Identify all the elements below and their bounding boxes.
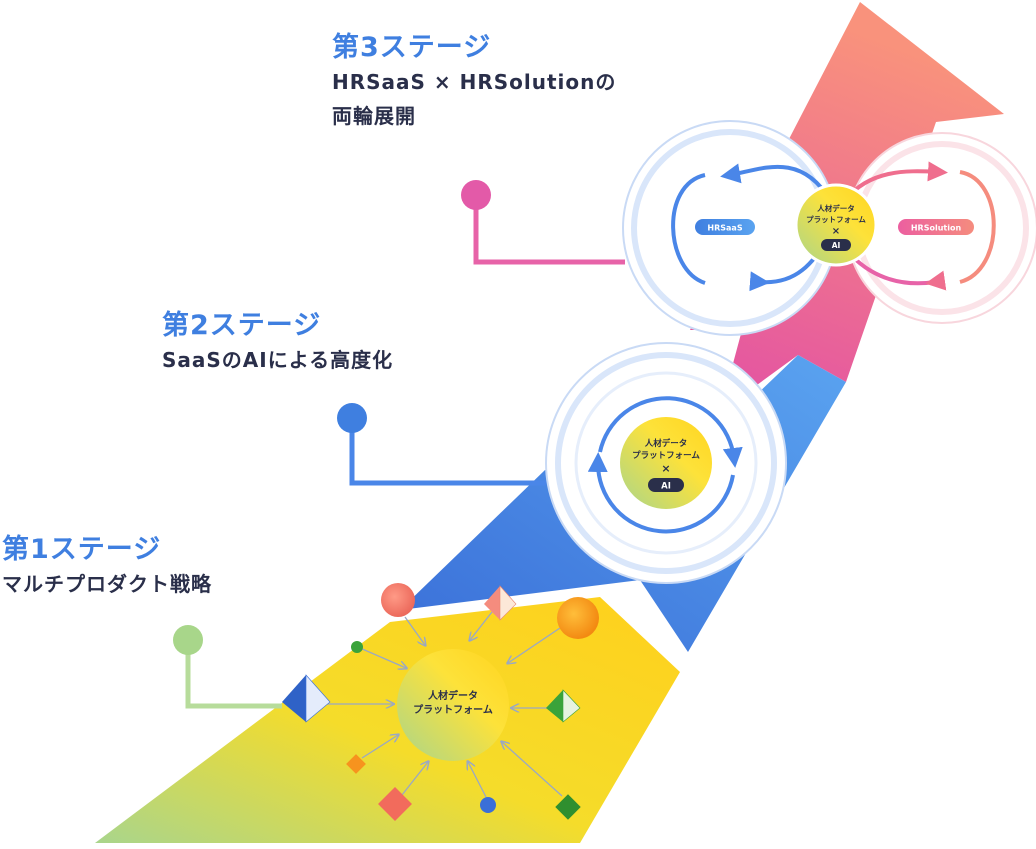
product-blue-dot — [480, 797, 496, 813]
product-green-diamond — [555, 794, 581, 820]
stage3-right-pill-label: HRSolution — [911, 224, 962, 233]
stage3-label: 第3ステージ HRSaaS × HRSolutionの 両輪展開 — [332, 31, 616, 133]
stage1-hub-line1: 人材データ — [428, 689, 478, 702]
stage3-right-loop-arc — [959, 170, 996, 284]
stage2-ai-badge — [648, 478, 684, 492]
stage1-arrow-orange-diamond — [361, 735, 398, 759]
stage3-infinity-group: HRSaaS HRSolution 人材データ プラットフォーム × AI — [622, 120, 1036, 336]
product-blue-pyramid-side — [305, 674, 331, 723]
stage2-hub-times: × — [661, 462, 670, 475]
stage1-arrow-blue-dot — [468, 762, 487, 798]
stage1-arrow-coral — [404, 616, 425, 645]
stage1-description: マルチプロダクト戦略 — [2, 572, 212, 596]
product-coral-sphere — [381, 583, 415, 617]
product-green-pyramid-side — [562, 689, 581, 723]
stage2-hub-line1: 人材データ — [645, 438, 688, 449]
stage2-cycle-arc-bottom — [587, 452, 735, 534]
stage2-connector — [349, 418, 546, 486]
stage1-products-group: 人材データ プラットフォーム — [282, 583, 599, 821]
stage3-hub — [794, 183, 878, 267]
product-green-dot — [351, 641, 363, 653]
stage3-hub-times: × — [832, 226, 840, 237]
stage1-arrow-orange — [508, 627, 561, 663]
stage3-ai-badge-label: AI — [832, 241, 841, 250]
stage2-cycle-arc-top — [598, 396, 743, 468]
product-coral-diamond — [378, 787, 412, 821]
stage3-left-pill — [695, 219, 755, 235]
product-orange-diamond — [346, 754, 366, 774]
stage2-ring-inner — [574, 371, 758, 555]
stage1-arrow-green-dot — [359, 647, 406, 668]
product-orange-sphere — [557, 597, 599, 639]
stage2-hub — [620, 417, 712, 509]
stage2-label: 第2ステージ SaaSのAIによる高度化 — [162, 309, 393, 377]
stage2-connector-dot — [337, 403, 367, 433]
stage1-label: 第1ステージ マルチプロダクト戦略 — [2, 533, 212, 601]
stage2-ai-badge-label: AI — [661, 482, 671, 492]
stage2-title: 第2ステージ — [162, 310, 322, 341]
stage3-ai-badge — [821, 239, 851, 251]
stage1-arrow-band — [95, 597, 680, 843]
stage3-hub-line1: 人材データ — [817, 203, 855, 213]
stage3-left-pill-label: HRSaaS — [707, 224, 742, 233]
stage1-title: 第1ステージ — [2, 534, 162, 565]
stage3-left-loop-top — [720, 163, 832, 202]
stage3-left-loop-arc — [671, 173, 706, 285]
stage1-hub-line2: プラットフォーム — [413, 703, 493, 716]
stage1-arrow-coral-diamond — [401, 762, 428, 796]
stage3-right-pill — [898, 219, 974, 235]
stage2-description: SaaSのAIによる高度化 — [162, 348, 394, 372]
stage3-title: 第3ステージ — [332, 32, 492, 63]
stage3-connector-dot — [461, 180, 491, 210]
stage1-hub — [397, 649, 509, 761]
stage1-arrow-green-diamond — [502, 742, 563, 797]
stage1-arrow-pyramid-top — [470, 611, 493, 640]
stage1-connector — [185, 640, 282, 709]
stage1-connector-dot — [173, 625, 203, 655]
stage2-cycle-group: 人材データ プラットフォーム × AI — [545, 342, 787, 584]
stage3-hub-line2: プラットフォーム — [806, 214, 866, 224]
stage2-hub-line2: プラットフォーム — [632, 450, 700, 461]
stage3-description-line2: 両輪展開 — [332, 104, 416, 128]
stage3-connector — [473, 195, 625, 265]
product-coral-pyramid-side — [499, 585, 517, 621]
stage3-description: HRSaaS × HRSolutionの — [332, 70, 617, 94]
